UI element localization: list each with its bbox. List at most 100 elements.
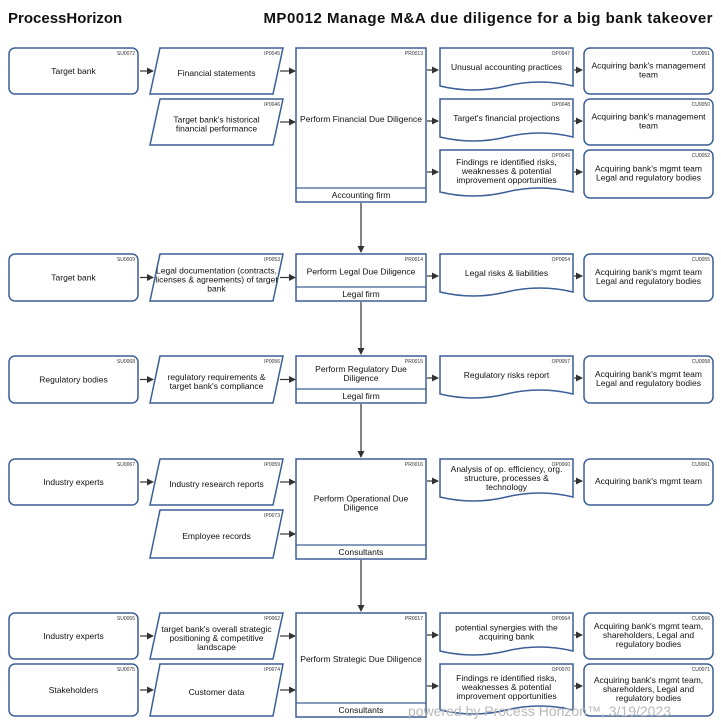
input-code: IP0053 [264, 257, 280, 263]
input-label: regulatory requirements &target bank's c… [168, 372, 266, 391]
customer-code: CU0051 [692, 51, 711, 57]
input-box [149, 98, 284, 146]
input-code: IP0056 [264, 359, 280, 365]
process-code: PR0015 [405, 359, 423, 365]
supplier-label: Target bank [51, 66, 96, 76]
input-code: IP0045 [264, 51, 280, 57]
supplier-box [8, 253, 139, 302]
process-lane-label: Consultants [339, 705, 384, 715]
supplier-code: SU0065 [117, 616, 135, 622]
customer-code: CU0061 [692, 462, 711, 468]
input-box [149, 509, 284, 559]
output-label: Legal risks & liabilities [465, 268, 548, 278]
customer-box [583, 47, 714, 95]
input-code: IP0046 [264, 102, 280, 108]
customer-box [583, 663, 714, 717]
process-lane-label: Accounting firm [332, 190, 391, 200]
output-label: Findings re identified risks,weaknesses … [456, 157, 557, 185]
customer-box [583, 458, 714, 506]
process-lane-label: Legal firm [342, 391, 379, 401]
supplier-box [8, 355, 139, 404]
output-code: OP0070 [552, 667, 571, 673]
output-box [439, 253, 574, 297]
supplier-box [8, 47, 139, 95]
supplier-label: Industry experts [43, 477, 103, 487]
process-label: Perform Legal Due Diligence [307, 267, 416, 277]
output-label: Target's financial projections [453, 113, 560, 123]
supplier-box [8, 458, 139, 506]
input-box [149, 663, 284, 717]
input-box [149, 253, 284, 302]
process-box [295, 355, 427, 404]
input-label: Legal documentation (contracts,licenses … [155, 266, 278, 294]
process-label: Perform Strategic Due Diligence [300, 654, 422, 664]
output-code: OP0064 [552, 616, 571, 622]
input-code: IP0074 [264, 667, 280, 673]
supplier-code: SU0009 [117, 257, 135, 263]
process-box [295, 47, 427, 203]
output-code: OP0054 [552, 257, 571, 263]
customer-box [583, 253, 714, 302]
diagram-title: MP0012 Manage M&A due diligence for a bi… [263, 10, 713, 27]
input-code: IP0062 [264, 616, 280, 622]
process-box [295, 458, 427, 560]
output-box [439, 47, 574, 91]
output-label: Regulatory risks report [464, 370, 550, 380]
customer-box [583, 355, 714, 404]
process-code: PR0017 [405, 616, 423, 622]
input-box [149, 458, 284, 506]
supplier-code: SU0067 [117, 462, 135, 468]
customer-code: CU0066 [692, 616, 711, 622]
brand-name: ProcessHorizon [8, 10, 123, 27]
output-label: Unusual accounting practices [451, 62, 562, 72]
customer-code: CU0071 [692, 667, 711, 673]
output-box [439, 663, 574, 715]
process-lane-label: Legal firm [342, 289, 379, 299]
process-label: Perform Financial Due Diligence [300, 114, 422, 124]
output-label: Findings re identified risks,weaknesses … [456, 673, 557, 701]
output-box [439, 612, 574, 656]
customer-label: Acquiring bank's mgmt team,shareholders,… [594, 675, 703, 703]
output-box [439, 355, 574, 399]
customer-code: CU0052 [692, 153, 711, 159]
supplier-label: Stakeholders [49, 685, 99, 695]
output-box [439, 98, 574, 142]
customer-box [583, 612, 714, 660]
process-code: PR0014 [405, 257, 423, 263]
output-code: OP0049 [552, 153, 571, 159]
footer-credit: powered by Process Horizon™, 3/19/2023 [408, 703, 672, 719]
output-code: OP0047 [552, 51, 571, 57]
supplier-label: Target bank [51, 273, 96, 283]
customer-code: CU0058 [692, 359, 711, 365]
output-box [439, 458, 574, 502]
supplier-box [8, 612, 139, 660]
input-label: Customer data [189, 687, 245, 697]
output-box [439, 149, 574, 197]
process-code: PR0013 [405, 51, 423, 57]
input-label: Employee records [182, 531, 251, 541]
input-label: Industry research reports [169, 479, 263, 489]
process-box [295, 612, 427, 718]
input-box [149, 612, 284, 660]
input-box [149, 47, 284, 95]
input-code: IP0059 [264, 462, 280, 468]
customer-code: CU0050 [692, 102, 711, 108]
process-code: PR0016 [405, 462, 423, 468]
output-code: OP0060 [552, 462, 571, 468]
supplier-code: SU0075 [117, 667, 135, 673]
supplier-label: Industry experts [43, 631, 103, 641]
customer-box [583, 98, 714, 146]
customer-box [583, 149, 714, 199]
